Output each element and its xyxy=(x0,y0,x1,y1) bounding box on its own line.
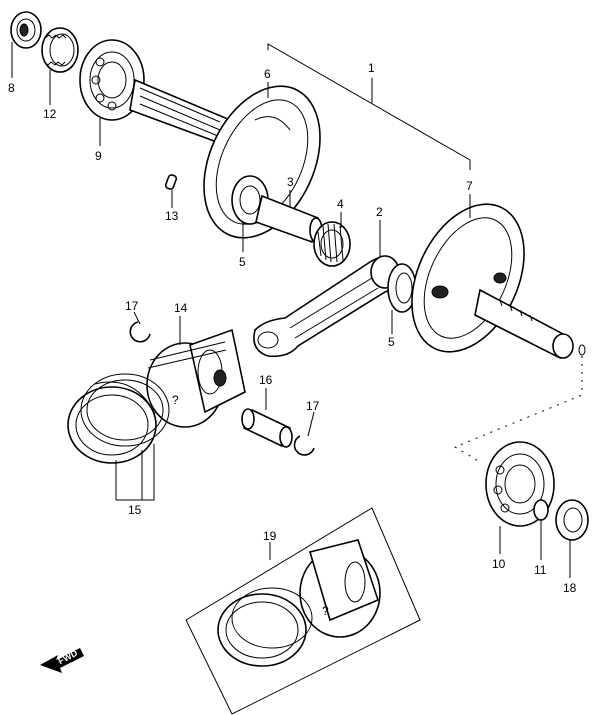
label-6: 6 xyxy=(264,67,271,81)
part-19-piston-set: ? xyxy=(185,507,421,715)
label-4: 4 xyxy=(337,197,344,211)
label-17-top: 17 xyxy=(125,299,139,313)
svg-text:?: ? xyxy=(172,393,179,407)
label-2: 2 xyxy=(376,205,383,219)
part-16-piston-pin xyxy=(241,408,293,448)
label-5-left: 5 xyxy=(239,255,246,269)
label-12: 12 xyxy=(43,107,57,121)
label-17-right: 17 xyxy=(306,399,320,413)
label-14: 14 xyxy=(174,301,188,315)
part-15-piston-rings xyxy=(67,373,170,464)
fwd-arrow: FWD xyxy=(40,648,84,673)
part-17-circlip-top xyxy=(129,321,151,343)
label-19: 19 xyxy=(263,529,277,543)
svg-text:?: ? xyxy=(322,604,329,618)
label-16: 16 xyxy=(259,373,273,387)
label-15: 15 xyxy=(128,503,142,517)
label-13: 13 xyxy=(165,209,179,223)
label-18: 18 xyxy=(563,581,577,595)
part-2-connecting-rod xyxy=(253,255,401,358)
label-3: 3 xyxy=(287,175,294,189)
label-11: 11 xyxy=(534,563,547,577)
label-10: 10 xyxy=(492,557,506,571)
part-13-key xyxy=(164,174,178,190)
part-7-crank-half-right xyxy=(411,203,586,360)
part-11-o-ring xyxy=(533,499,549,521)
leader-lines xyxy=(11,42,583,578)
label-9: 9 xyxy=(95,149,102,163)
part-4-needle-bearing xyxy=(313,221,351,267)
part-18-oil-seal xyxy=(555,499,589,541)
label-5-right: 5 xyxy=(388,335,395,349)
callout-labels: 1 2 3 4 5 5 6 7 8 12 9 13 14 17 16 17 15… xyxy=(8,61,577,595)
part-9-bearing xyxy=(79,39,145,121)
label-8: 8 xyxy=(8,81,15,95)
part-17-circlip-right xyxy=(293,435,315,456)
label-7: 7 xyxy=(466,179,473,193)
part-8-bearing xyxy=(10,11,42,49)
part-12-gear xyxy=(41,27,79,73)
label-1: 1 xyxy=(368,61,375,75)
part-14-piston: ? xyxy=(146,328,246,428)
